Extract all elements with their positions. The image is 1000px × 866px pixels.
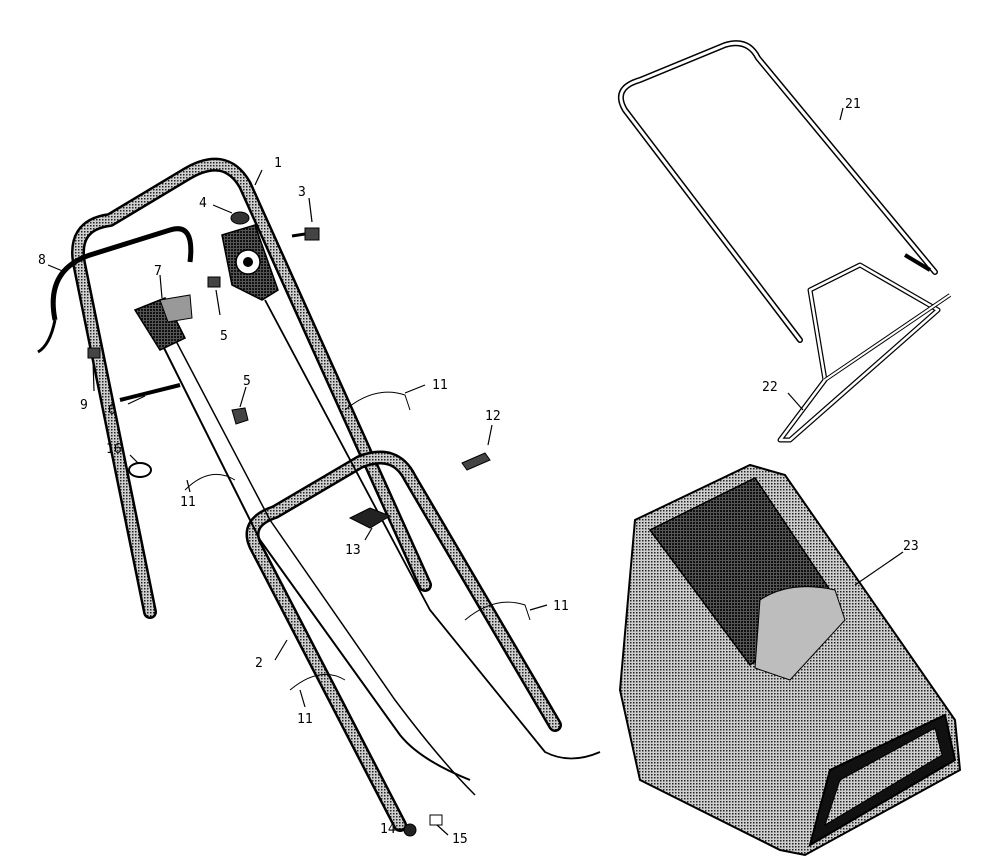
- callout-11b: 11: [180, 495, 196, 510]
- upper-handle: [71, 157, 432, 619]
- callout-11c: 11: [553, 599, 569, 614]
- engine-control-bracket: [221, 211, 279, 301]
- callout-2: 2: [255, 656, 263, 671]
- callout-labels: 1 2 3 4 5 5 6 7 8 9 11 11 11 11 12 13 14…: [38, 97, 919, 847]
- callout-7: 7: [154, 264, 162, 279]
- callout-21: 21: [845, 97, 861, 112]
- grass-bag: [618, 463, 962, 857]
- callout-14: 14: [380, 822, 396, 837]
- callout-6: 6: [108, 403, 116, 418]
- callout-23: 23: [903, 539, 919, 554]
- callout-22: 22: [762, 380, 778, 395]
- callout-15: 15: [452, 832, 468, 847]
- lower-handle: [245, 450, 562, 832]
- grass-bag-frame: [618, 40, 952, 443]
- callout-3: 3: [298, 185, 306, 200]
- callout-8: 8: [38, 253, 46, 268]
- hardware-parts: [87, 227, 491, 837]
- control-cables: [37, 226, 601, 796]
- callout-13: 13: [345, 543, 361, 558]
- cable-ties: [184, 391, 531, 691]
- callout-5b: 5: [243, 374, 251, 389]
- callout-1: 1: [274, 156, 282, 171]
- callout-4: 4: [199, 196, 207, 211]
- callout-11a: 11: [432, 378, 448, 393]
- callout-5a: 5: [220, 329, 228, 344]
- drive-control-housing: [133, 294, 193, 351]
- callout-11d: 11: [297, 712, 313, 727]
- callout-12: 12: [485, 409, 501, 424]
- callout-9: 9: [80, 398, 88, 413]
- leader-lines: [47, 107, 904, 836]
- callout-16: 16: [106, 442, 122, 457]
